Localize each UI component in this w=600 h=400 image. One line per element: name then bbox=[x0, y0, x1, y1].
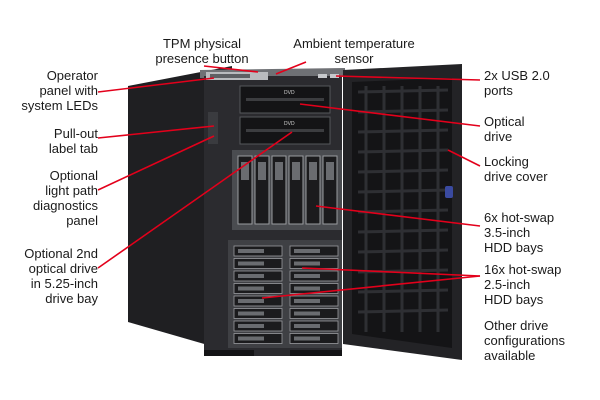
hdd-25-bay-handle bbox=[238, 311, 264, 316]
callout-hdd35 bbox=[315, 205, 481, 227]
callout-operator bbox=[97, 77, 215, 93]
drive-cover-lock-icon bbox=[445, 186, 453, 198]
hdd-35-bay-handle bbox=[275, 162, 283, 180]
hdd-25-bay-handle bbox=[294, 249, 320, 253]
label-tab bbox=[208, 112, 218, 144]
chassis-foot bbox=[290, 350, 342, 356]
hdd-25-bay-handle bbox=[294, 311, 320, 316]
callout-locking bbox=[447, 149, 481, 167]
dvd-logo-icon: DVD bbox=[284, 121, 295, 127]
callout-ambient bbox=[275, 61, 307, 75]
operator-panel-leds bbox=[210, 74, 250, 78]
callout-usb bbox=[335, 75, 481, 81]
hdd-25-bay-handle bbox=[238, 324, 264, 328]
callout-optical bbox=[299, 103, 481, 127]
hdd-25-bay-handle bbox=[294, 324, 320, 328]
hdd-35-bay-handle bbox=[258, 162, 266, 180]
hdd-35-bay-handle bbox=[241, 162, 249, 180]
hdd-25-bay-handle bbox=[238, 286, 264, 291]
hdd-25-bay-handle bbox=[238, 261, 264, 266]
dvd-logo-icon: DVD bbox=[284, 90, 295, 96]
callout-optional-optical bbox=[97, 131, 293, 269]
hdd-35-bay-handle bbox=[326, 162, 334, 180]
hdd-25-bay-handle bbox=[238, 299, 264, 303]
callout-lines bbox=[97, 61, 481, 299]
hdd-25-bay-handle bbox=[238, 274, 264, 278]
hdd-25-bay-handle bbox=[294, 299, 320, 303]
hdd-35-bay-handle bbox=[309, 162, 317, 180]
optical-drive-top-tray bbox=[246, 98, 324, 101]
callout-tpm bbox=[203, 65, 259, 73]
hdd-35-bay-handle bbox=[292, 162, 300, 180]
hdd-25-bay-handle bbox=[238, 249, 264, 253]
usb-port bbox=[330, 74, 339, 78]
optical-drive-bottom-tray bbox=[246, 129, 324, 132]
hdd-25-bay-handle bbox=[294, 274, 320, 278]
hdd-25-bay-handle bbox=[294, 286, 320, 291]
callout-lightpath bbox=[97, 135, 215, 191]
hdd-25-bay-handle bbox=[238, 336, 264, 341]
drive-cover-grille bbox=[357, 86, 449, 332]
hdd-25-bays bbox=[233, 245, 339, 344]
callout-hdd25-b bbox=[261, 275, 481, 299]
callout-hdd25-a bbox=[301, 267, 481, 277]
hdd-25-bay-handle bbox=[294, 336, 320, 341]
chassis-foot bbox=[204, 350, 254, 356]
usb-port bbox=[318, 74, 327, 78]
hdd-25-bay-handle bbox=[294, 261, 320, 266]
callout-pullout bbox=[97, 125, 215, 139]
